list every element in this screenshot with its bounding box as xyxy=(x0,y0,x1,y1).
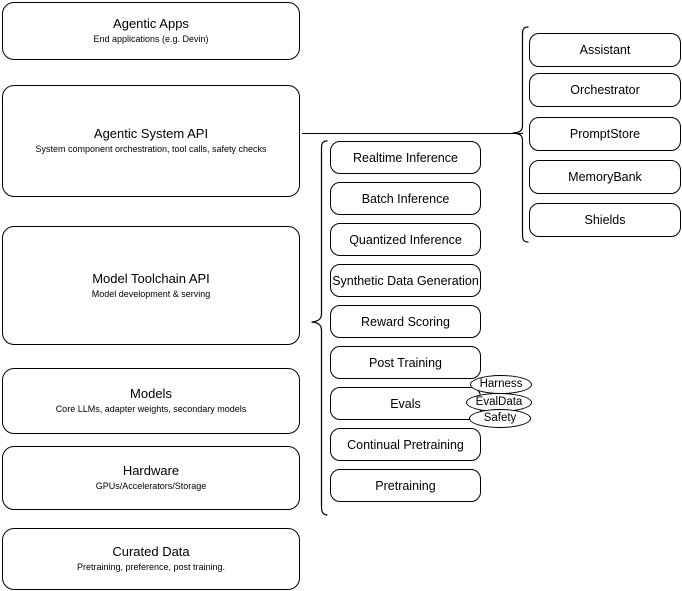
layer-title: Model Toolchain API xyxy=(92,270,210,286)
eval-badge-label: Safety xyxy=(483,411,517,424)
layer-title: Hardware xyxy=(122,463,180,478)
layer-subtitle: Model development & serving xyxy=(91,288,211,299)
brace-system-components xyxy=(512,26,529,243)
layer-subtitle: GPUs/Accelerators/Storage xyxy=(95,481,207,491)
capability-box-post-training[interactable]: Post Training xyxy=(330,346,481,379)
layer-title: Models xyxy=(130,386,172,401)
capability-label: Quantized Inference xyxy=(349,232,462,247)
layer-subtitle: End applications (e.g. Devin) xyxy=(93,34,209,44)
layer-title: Agentic System API xyxy=(93,126,209,141)
component-label: Orchestrator xyxy=(570,83,640,97)
eval-badge-safety[interactable]: Safety xyxy=(469,409,531,428)
layer-box-agentic-system-api[interactable]: Agentic System API System component orch… xyxy=(2,85,300,197)
capability-label: Pretraining xyxy=(375,478,436,493)
capability-label: Continual Pretraining xyxy=(347,437,464,452)
eval-badge-harness[interactable]: Harness xyxy=(470,375,532,394)
eval-badge-label: EvalData xyxy=(475,395,523,408)
capability-box-synthetic-data-generation[interactable]: Synthetic Data Generation xyxy=(330,264,481,297)
layer-box-agentic-apps[interactable]: Agentic Apps End applications (e.g. Devi… xyxy=(2,2,300,60)
component-box-orchestrator[interactable]: Orchestrator xyxy=(529,73,681,107)
capability-box-batch-inference[interactable]: Batch Inference xyxy=(330,182,481,215)
component-box-shields[interactable]: Shields xyxy=(529,203,681,237)
layer-box-curated-data[interactable]: Curated Data Pretraining, preference, po… xyxy=(2,528,300,590)
layer-subtitle: System component orchestration, tool cal… xyxy=(35,144,267,154)
brace-toolchain-capabilities xyxy=(311,140,328,516)
component-box-memorybank[interactable]: MemoryBank xyxy=(529,160,681,194)
component-label: Shields xyxy=(584,213,626,227)
layer-subtitle: Core LLMs, adapter weights, secondary mo… xyxy=(55,404,247,414)
component-box-promptstore[interactable]: PromptStore xyxy=(529,117,681,151)
capability-label: Batch Inference xyxy=(361,191,450,206)
capability-label: Post Training xyxy=(369,355,442,370)
layer-box-model-toolchain-api[interactable]: Model Toolchain API Model development & … xyxy=(2,226,300,345)
connector-line-system-api-to-components xyxy=(302,133,523,134)
capability-label: Synthetic Data Generation xyxy=(332,273,479,288)
capability-box-continual-pretraining[interactable]: Continual Pretraining xyxy=(330,428,481,461)
capability-box-evals[interactable]: Evals xyxy=(330,387,481,420)
capability-box-quantized-inference[interactable]: Quantized Inference xyxy=(330,223,481,256)
layer-box-hardware[interactable]: Hardware GPUs/Accelerators/Storage xyxy=(2,446,300,510)
component-label: Assistant xyxy=(579,43,631,57)
component-label: MemoryBank xyxy=(568,170,642,184)
layer-box-models[interactable]: Models Core LLMs, adapter weights, secon… xyxy=(2,368,300,434)
layer-title: Agentic Apps xyxy=(113,16,189,31)
layer-title: Curated Data xyxy=(112,544,190,559)
capability-box-realtime-inference[interactable]: Realtime Inference xyxy=(330,141,481,174)
capability-label: Realtime Inference xyxy=(353,150,458,165)
capability-box-pretraining[interactable]: Pretraining xyxy=(330,469,481,502)
capability-label: Evals xyxy=(390,396,421,411)
layer-subtitle: Pretraining, preference, post training. xyxy=(76,562,226,572)
eval-badge-label: Harness xyxy=(479,377,523,390)
component-label: PromptStore xyxy=(569,127,641,141)
capability-label: Reward Scoring xyxy=(361,314,450,329)
component-box-assistant[interactable]: Assistant xyxy=(529,33,681,67)
capability-box-reward-scoring[interactable]: Reward Scoring xyxy=(330,305,481,338)
